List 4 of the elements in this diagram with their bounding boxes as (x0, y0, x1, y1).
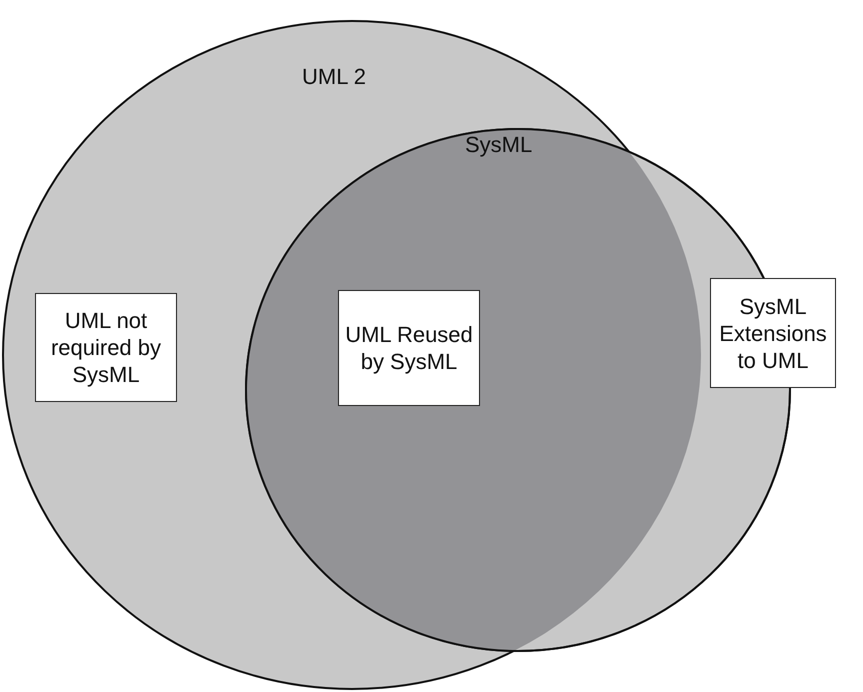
set-label: UML 2 (302, 64, 366, 90)
label-box: UML not required by SysML (35, 293, 177, 402)
set-label: SysML (465, 132, 532, 158)
label-box: SysML Extensions to UML (710, 278, 836, 388)
